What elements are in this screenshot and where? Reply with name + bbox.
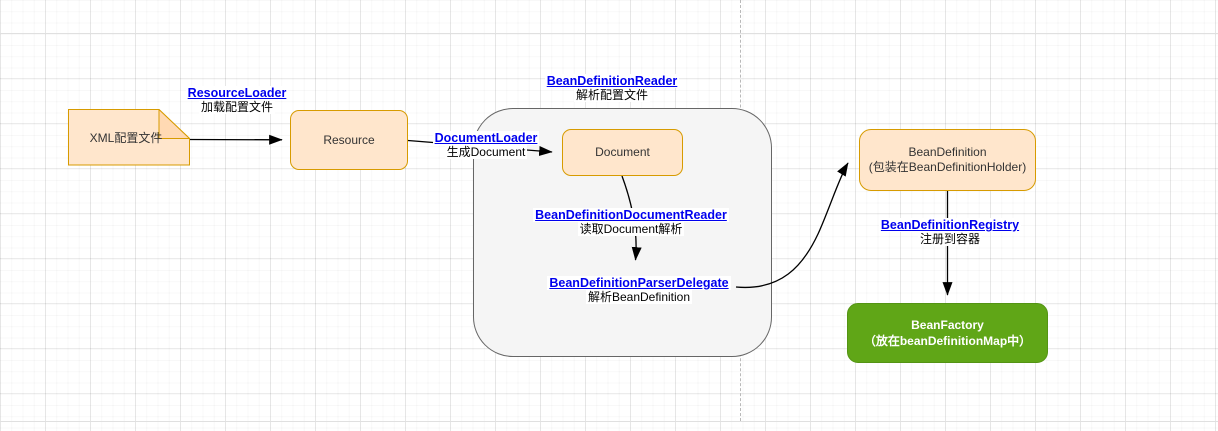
document-loader-link[interactable]: DocumentLoader xyxy=(432,131,540,145)
bean-factory-label-line2: （放在beanDefinitionMap中） xyxy=(863,334,1032,348)
bean-definition-document-reader-link[interactable]: BeanDefinitionDocumentReader xyxy=(533,208,729,222)
resource-node[interactable]: Resource xyxy=(290,110,408,170)
folded-corner xyxy=(158,109,190,139)
edge-parserdelegate-to-beandefinition[interactable] xyxy=(735,162,849,289)
bean-definition-registry-desc: 注册到容器 xyxy=(917,232,982,246)
edge-label-resource-loader: ResourceLoader 加载配置文件 xyxy=(162,86,312,114)
document-loader-desc: 生成Document xyxy=(444,145,528,159)
bean-definition-parser-delegate-desc: 解析BeanDefinition xyxy=(585,290,693,304)
edge-label-bean-definition-parser-delegate: BeanDefinitionParserDelegate 解析BeanDefin… xyxy=(524,276,754,304)
bean-definition-node[interactable]: BeanDefinition (包装在BeanDefinitionHolder) xyxy=(859,129,1036,191)
edge-label-bean-definition-registry: BeanDefinitionRegistry 注册到容器 xyxy=(865,218,1035,246)
bean-factory-label-line1: BeanFactory xyxy=(911,318,984,332)
edge-label-document-loader: DocumentLoader 生成Document xyxy=(411,131,561,159)
bean-definition-parser-delegate-link[interactable]: BeanDefinitionParserDelegate xyxy=(547,276,731,290)
document-label: Document xyxy=(595,145,650,159)
bean-definition-registry-link[interactable]: BeanDefinitionRegistry xyxy=(878,218,1022,232)
edge-label-bean-definition-document-reader: BeanDefinitionDocumentReader 读取Document解… xyxy=(516,208,746,236)
resource-label: Resource xyxy=(323,132,375,147)
bean-definition-reader-link[interactable]: BeanDefinitionReader xyxy=(544,74,680,88)
page-border-bottom xyxy=(0,421,1218,422)
edge-label-bean-definition-reader: BeanDefinitionReader 解析配置文件 xyxy=(527,74,697,102)
page-border-top xyxy=(0,33,1218,34)
xml-file-label: XML配置文件 xyxy=(90,130,163,145)
document-node[interactable]: Document xyxy=(562,129,683,176)
xml-file-node[interactable]: XML配置文件 xyxy=(68,109,190,166)
bean-definition-label-line2: (包装在BeanDefinitionHolder) xyxy=(868,160,1027,174)
bean-definition-reader-desc: 解析配置文件 xyxy=(573,88,650,102)
resource-loader-link[interactable]: ResourceLoader xyxy=(185,86,289,100)
bean-factory-node[interactable]: BeanFactory （放在beanDefinitionMap中） xyxy=(847,303,1048,363)
bean-definition-label-line1: BeanDefinition xyxy=(908,145,987,159)
bean-definition-document-reader-desc: 读取Document解析 xyxy=(577,222,685,236)
resource-loader-desc: 加载配置文件 xyxy=(198,100,275,114)
